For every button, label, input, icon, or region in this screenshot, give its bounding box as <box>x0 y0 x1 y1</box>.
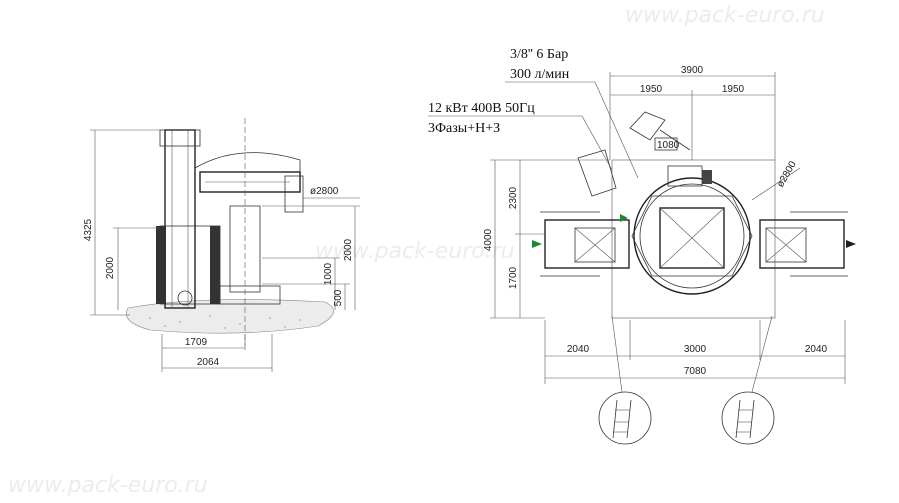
watermark-top: www.pack-euro.ru <box>625 3 825 28</box>
dim-right-2000: 2000 <box>343 238 354 261</box>
plan-view: 3900 1950 1950 1080 4000 2300 1700 <box>483 65 856 445</box>
mast-top-cap <box>159 129 201 147</box>
watermark-bottom: www.pack-euro.ru <box>8 473 208 498</box>
power-supply-note-line1: 12 кВт 400В 50Гц <box>428 101 535 116</box>
turntable <box>659 207 725 269</box>
dim-conveyor-left-2040: 2040 <box>567 344 590 355</box>
side-view: 4325 2000 ø2800 2000 1000 500 1709 2064 <box>83 118 360 372</box>
air-supply-note-line2: 300 л/мин <box>510 67 570 82</box>
ring-dome <box>194 152 301 172</box>
dim-lower-1700: 1700 <box>508 266 519 289</box>
dim-conveyor-right-2040: 2040 <box>805 344 828 355</box>
turntable-base <box>219 285 281 305</box>
conveyor-left <box>544 219 630 269</box>
dim-right-1950: 1950 <box>722 84 745 95</box>
outfeed-arrow-icon <box>846 240 856 248</box>
dim-width-2064: 2064 <box>197 357 220 368</box>
dim-height-2000: 2000 <box>105 256 116 279</box>
dim-overall-3900: 3900 <box>681 65 704 76</box>
conveyor-right <box>759 219 845 269</box>
dim-right-1000: 1000 <box>323 262 334 285</box>
air-supply-note-line1: 3/8'' 6 Бар <box>510 47 568 62</box>
dim-total-depth-4000: 4000 <box>483 228 494 251</box>
dim-total-height: 4325 <box>83 218 94 241</box>
infeed-arrow-icon <box>532 240 542 248</box>
detail-leg-right <box>721 391 775 445</box>
stretch-film-left <box>156 226 166 304</box>
watermark-middle: www.pack-euro.ru <box>315 239 515 264</box>
dim-overall-length-7080: 7080 <box>684 366 707 377</box>
dim-width-1709: 1709 <box>185 337 208 348</box>
wrapping-ring <box>199 171 301 193</box>
stretch-film-right <box>210 226 220 304</box>
sensor-marker-icon <box>620 214 628 222</box>
dim-ring-diameter-side: ø2800 <box>310 186 339 197</box>
wrapping-ring-plan <box>633 177 751 295</box>
ground-hatch <box>126 299 334 334</box>
power-supply-note-line2: 3Фазы+Н+З <box>428 121 500 136</box>
dim-left-1950: 1950 <box>640 84 663 95</box>
ring-motor <box>667 165 703 187</box>
badge-1080: 1080 <box>657 140 680 151</box>
dim-right-500: 500 <box>333 289 344 306</box>
control-cabinet <box>577 149 617 197</box>
dim-upper-2300: 2300 <box>508 186 519 209</box>
mast-column <box>164 129 196 309</box>
swing-arm <box>629 111 666 141</box>
dim-center-3000: 3000 <box>684 344 707 355</box>
dim-ring-diameter-plan: ø2800 <box>775 159 799 189</box>
machine-frame <box>611 159 776 319</box>
detail-leg-left <box>598 391 652 445</box>
